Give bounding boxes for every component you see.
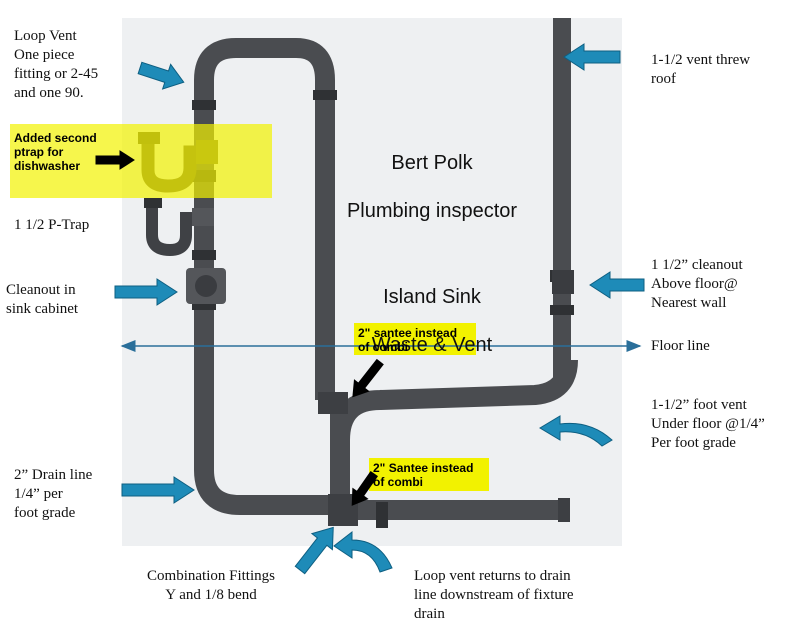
curved-arrows: [333, 415, 613, 573]
label-santee-bottom: 2" Santee instead of combi: [373, 461, 474, 489]
p-trap-pipe: [146, 205, 198, 257]
label-ptrap-added: Added second ptrap for dishwasher: [14, 131, 97, 173]
highlight-santee-bottom-box: [369, 458, 489, 491]
blue-block-arrow-icon: [589, 271, 645, 299]
cleanout-floor-fitting: [552, 270, 574, 294]
label-loop-returns: Loop vent returns to drain line downstre…: [414, 568, 574, 622]
santee-fitting-top: [318, 392, 348, 414]
blue-block-arrow-icon: [114, 278, 178, 306]
blue-block-arrow-icon: [121, 476, 195, 504]
label-foot-vent: 1-1/2” foot vent Under floor @1/4” Per f…: [651, 397, 765, 451]
black-arrow-icon: [352, 358, 384, 398]
black-arrows: [95, 150, 384, 506]
label-loop-vent: Loop Vent One piece fitting or 2-45 and …: [14, 28, 99, 101]
title-subject-detail: Waste & Vent: [371, 334, 493, 356]
title-role: Plumbing inspector: [346, 200, 518, 222]
title-subject: Island Sink: [383, 286, 481, 308]
blue-block-arrow-icon: [563, 43, 621, 71]
label-cleanout-floor: 1 1/2” cleanout Above floor@ Nearest wal…: [651, 257, 743, 311]
label-ptrap: 1 1/2 P-Trap: [14, 217, 90, 233]
label-drain-line: 2” Drain line 1/4” per foot grade: [14, 467, 93, 521]
black-arrow-icon: [95, 150, 135, 170]
blue-curved-arrow-icon: [333, 530, 393, 573]
drain-line-end: [558, 498, 570, 522]
blue-block-arrow-icon: [294, 526, 334, 575]
left-riser-pipe: [194, 100, 340, 515]
blue-curved-arrow-icon: [539, 415, 613, 447]
blue-block-arrow-icon: [137, 61, 185, 90]
highlight-ptrap-box: [10, 124, 272, 198]
loop-vent-pipe: [194, 38, 335, 400]
black-arrow-icon: [351, 471, 378, 506]
diagram-title: Bert Polk Plumbing inspector Island Sink…: [332, 127, 532, 381]
label-cleanout-cabinet: Cleanout in sink cabinet: [6, 282, 79, 317]
callout-arrows: [114, 43, 645, 575]
label-combo-fittings: Combination Fittings Y and 1/8 bend: [147, 568, 275, 603]
cleanout-plug: [195, 275, 217, 297]
label-vent-roof: 1-1/2 vent threw roof: [651, 52, 751, 87]
label-floor-line: Floor line: [651, 338, 710, 354]
title-name: Bert Polk: [391, 152, 473, 174]
label-santee-top: 2" santee instead of combi: [358, 326, 458, 354]
